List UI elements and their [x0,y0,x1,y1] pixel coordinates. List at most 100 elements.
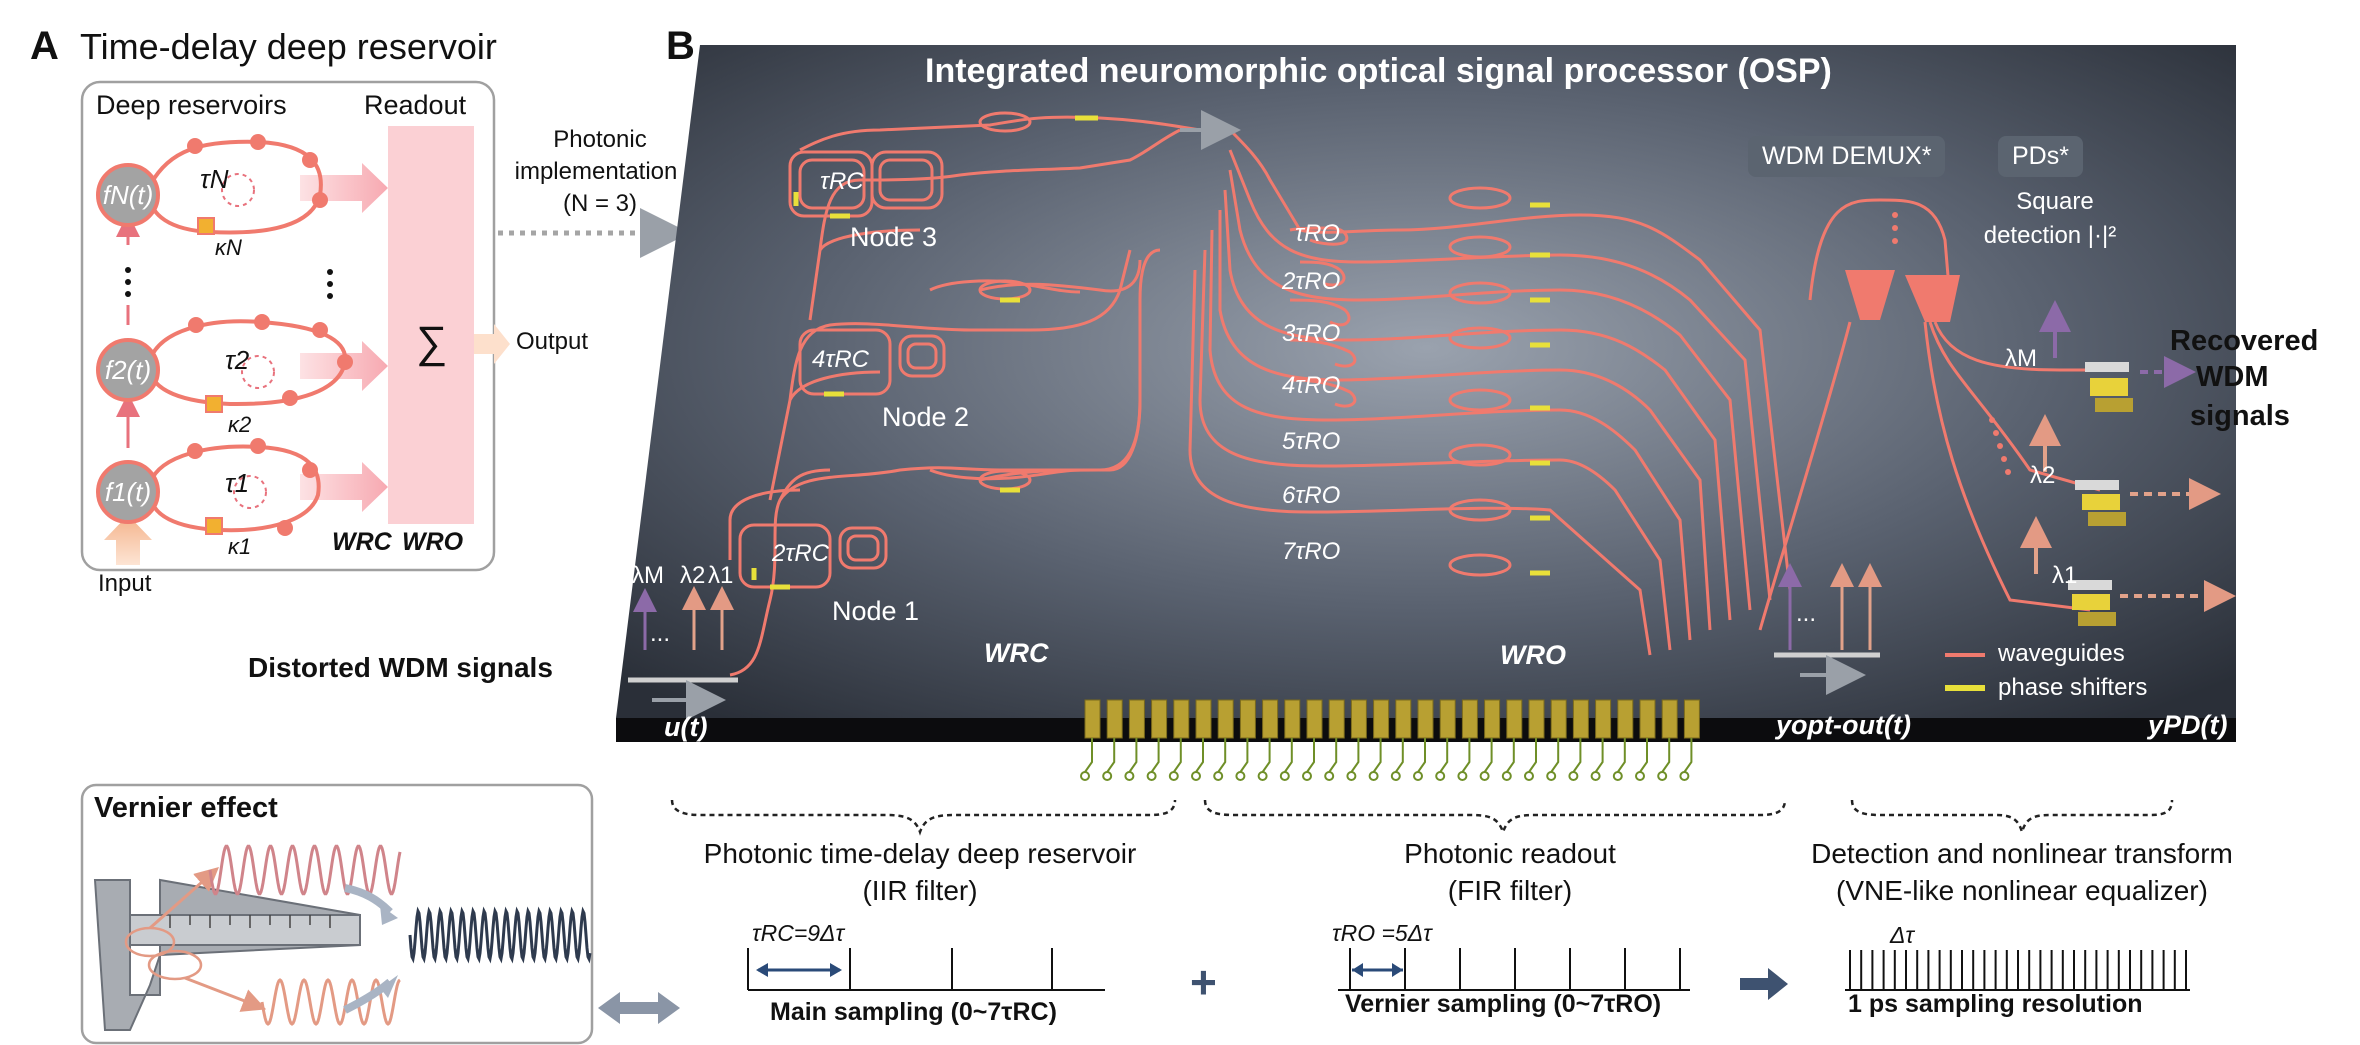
chip-title: Integrated neuromorphic optical signal p… [925,52,1832,90]
out-lambda-m: λM [2005,345,2037,372]
vernier-arrow-1 [344,884,393,915]
chip-surface [616,45,2236,718]
bond-pads [1080,699,1700,781]
bond-pad [1435,699,1456,781]
readout-phase-shifters [1530,202,1550,576]
input-label: Input [98,570,152,597]
vernier-wave-2 [260,978,401,1026]
node-fn [96,163,160,227]
tau-rc-equation: τRC=9Δτ [752,920,845,946]
delay-4: 4τRO [1282,372,1341,399]
bond-pad [1191,699,1212,781]
wdm-demux-tag: WDM DEMUX* [1748,136,1946,177]
f2-label: f2(t) [104,355,152,385]
wro-label-a: WRO [402,528,464,556]
main-sampling-timeline [747,948,1105,991]
delay-7: 7τRO [1282,538,1341,565]
bond-pad [1168,699,1190,781]
pink-arrow-1 [300,462,388,512]
input-lambda-m: λM [632,562,664,589]
opt-ellipsis: ... [1796,600,1817,627]
vernier-sampling-timeline [1338,948,1690,991]
bond-pad [1257,699,1279,781]
recovered-line2: WDM [2196,361,2269,393]
bond-pad [1279,699,1301,781]
delay-1: τRO [1295,220,1340,247]
wdm-demux [1758,198,2110,631]
resolution-arrow [1740,968,1788,1000]
bond-pad [1635,699,1656,781]
wrc-label-b: WRC [984,638,1049,668]
bond-pad [1390,699,1412,781]
plus-sign: + [1190,956,1217,1008]
photonic-impl-line3: (N = 3) [562,190,637,217]
recovered-line1: Recovered [2170,325,2319,357]
recovered-line3: signals [2190,400,2290,432]
readout-caption-1: Photonic readout [1404,838,1616,869]
panel-b-letter: B [666,24,695,68]
brace-reservoir [670,799,1177,836]
node1-label: Node 1 [832,596,920,626]
delta-tau-label: Δτ [1890,922,1915,948]
node1-tau: 2τRC [772,540,829,567]
delay-2: 2τRO [1282,268,1341,295]
vernier-link-arrow [598,992,680,1024]
readout-caption-2: (FIR filter) [1447,875,1573,906]
readout-mzis [1448,186,1512,577]
f1-label: f1(t) [104,477,152,507]
tau-1-label: τ1 [225,468,250,498]
bond-pad [1368,699,1390,781]
y-opt-label: yopt-out(t) [1776,710,1911,740]
fn-label: fN(t) [102,180,154,210]
readout-waveguides [1188,128,1792,656]
photonic-impl-line2: implementation [514,158,678,185]
brace-detection [1850,799,2174,837]
bond-pad [1590,699,1612,781]
square-detection-line1: Square [2016,188,2094,215]
caliper-image [93,867,361,1031]
resolution-label: 1 ps sampling resolution [1848,990,2143,1018]
bond-pad [1413,699,1434,781]
photonic-impl-line1: Photonic [553,126,647,153]
bond-pad [1213,699,1234,781]
node-spirals [738,150,946,589]
node2-tau: 4τRC [812,346,869,373]
node3-tau: τRC [820,168,864,195]
kappa-2-label: κ2 [228,412,252,437]
pds-tag: PDs* [1998,136,2083,177]
bond-pad [1612,699,1634,781]
main-sampling-label: Main sampling (0~7τRC) [770,998,1057,1026]
bond-pad [1524,699,1545,781]
bond-pad [1457,699,1478,781]
node-f2 [96,338,160,402]
node2-label: Node 2 [882,402,970,432]
input-lambda-2: λ2 [680,562,706,589]
sum-symbol: ∑ [416,318,448,367]
bond-pad [1235,699,1256,781]
reservoir-caption-1: Photonic time-delay deep reservoir [703,838,1137,869]
legend-waveguides: waveguides [1998,640,2125,667]
readout-block [388,126,474,524]
bond-pad [1080,699,1101,781]
bond-pad [1546,699,1567,781]
detection-caption-1: Detection and nonlinear transform [1811,838,2233,869]
y-pd-label: yPD(t) [2148,710,2228,740]
tau-n-label: τN [200,164,229,194]
reservoir-phase-shifters [751,115,1098,590]
vernier-combined-wave [408,906,592,964]
wrc-label-a: WRC [332,528,392,556]
output-label: Output [516,328,589,355]
vernier-title: Vernier effect [94,792,278,824]
u-t-label: u(t) [664,712,708,742]
bond-pad [1324,699,1345,781]
panel-a-title: Time-delay deep reservoir [80,26,497,67]
readout-label: Readout [364,90,467,120]
reservoir-caption-2: (IIR filter) [862,875,978,906]
ring-dots [187,134,353,536]
bond-pad [1124,699,1145,781]
wro-label-b: WRO [1500,640,1566,670]
tau-2-label: τ2 [225,345,250,375]
legend-phase-shifters: phase shifters [1998,674,2148,701]
bond-pad [1501,699,1523,781]
